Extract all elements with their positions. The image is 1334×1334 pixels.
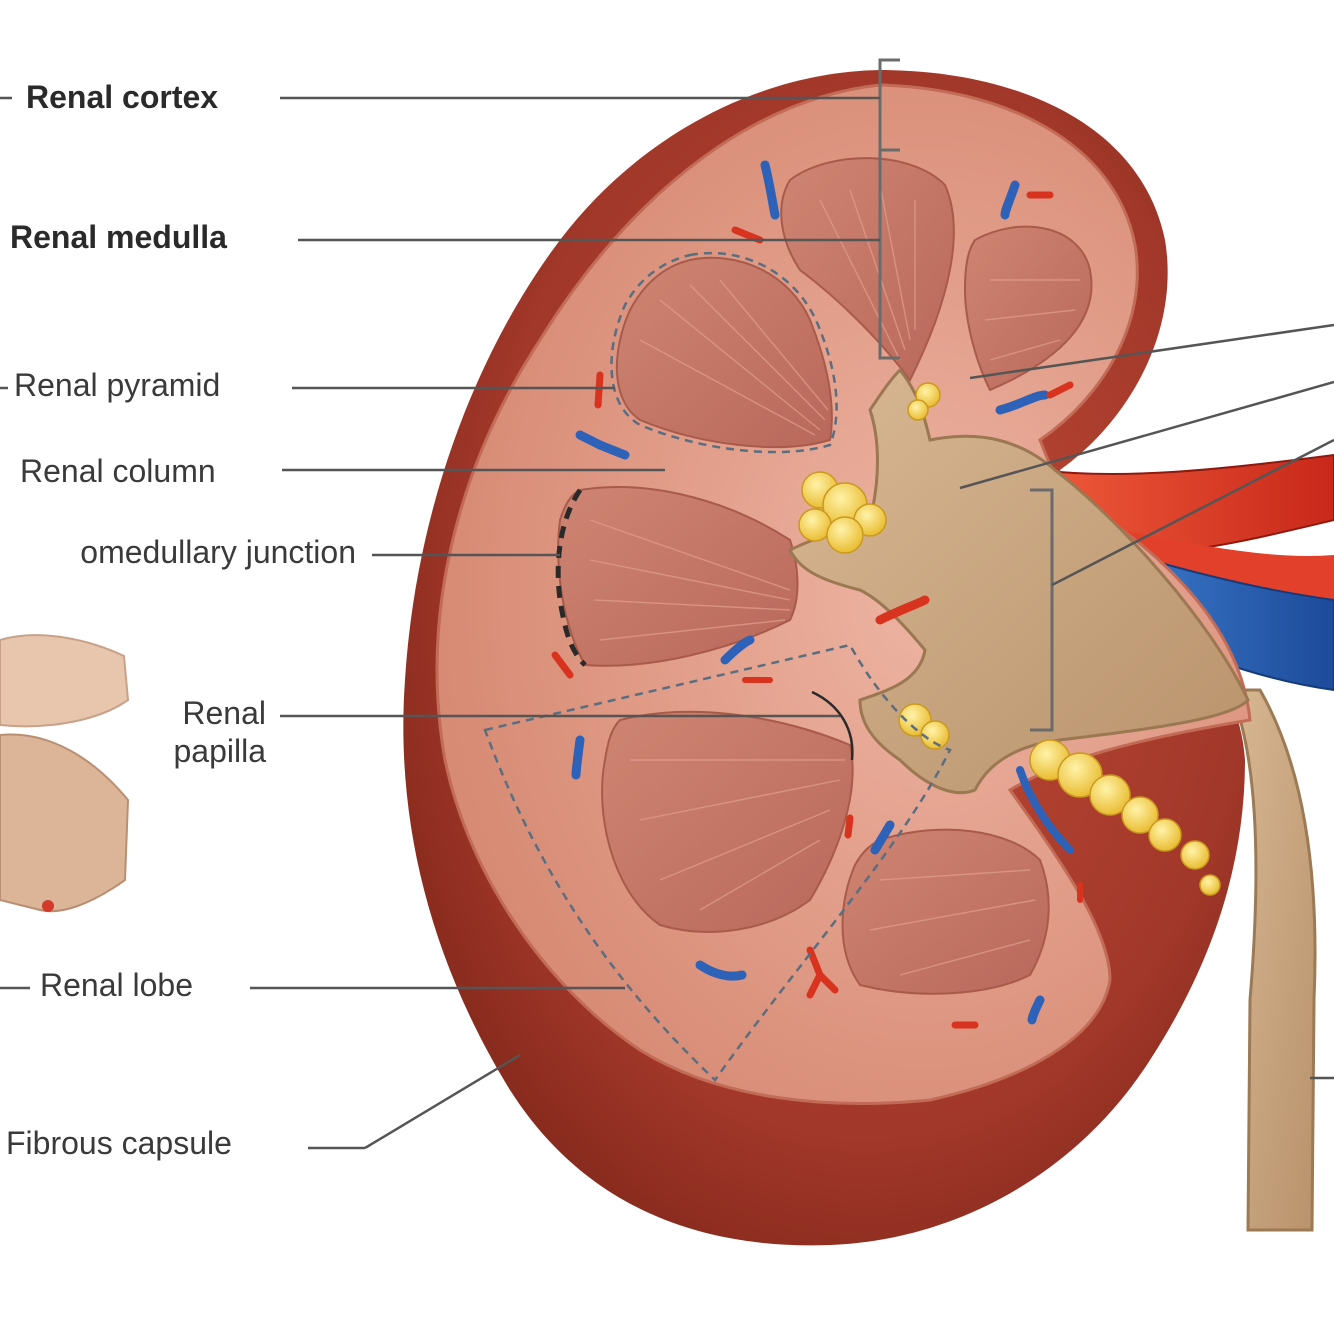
label-renal-cortex: Renal cortex [26, 79, 219, 115]
renal-lobe-outline [483, 643, 952, 1082]
specimen-photo [0, 634, 130, 913]
sinus-fat [798, 382, 1221, 896]
renal-pyramids [557, 157, 1093, 995]
renal-pyramid-outline [610, 251, 838, 454]
label-renal-pyramid: Renal pyramid [14, 367, 221, 403]
label-corticomedullary-junction: omedullary junction [80, 534, 356, 570]
label-renal-papilla-line2: papilla [173, 733, 266, 770]
label-renal-papilla-line1: Renal [182, 695, 266, 731]
label-fibrous-capsule: Fibrous capsule [6, 1125, 232, 1161]
label-renal-column: Renal column [20, 453, 216, 489]
corticomedullary-junction-outline [555, 488, 587, 667]
hilum-bracket [1030, 488, 1054, 732]
label-renal-lobe: Renal lobe [40, 967, 193, 1003]
label-renal-medulla: Renal medulla [10, 219, 227, 255]
leader-lines [0, 96, 1334, 1150]
interlobar-vessels [551, 160, 1083, 1029]
label-renal-papilla: Renal papilla [173, 694, 266, 771]
pyramid-striations [589, 184, 1080, 976]
papilla-marker [811, 690, 854, 761]
cortex-medulla-bracket [878, 58, 900, 360]
